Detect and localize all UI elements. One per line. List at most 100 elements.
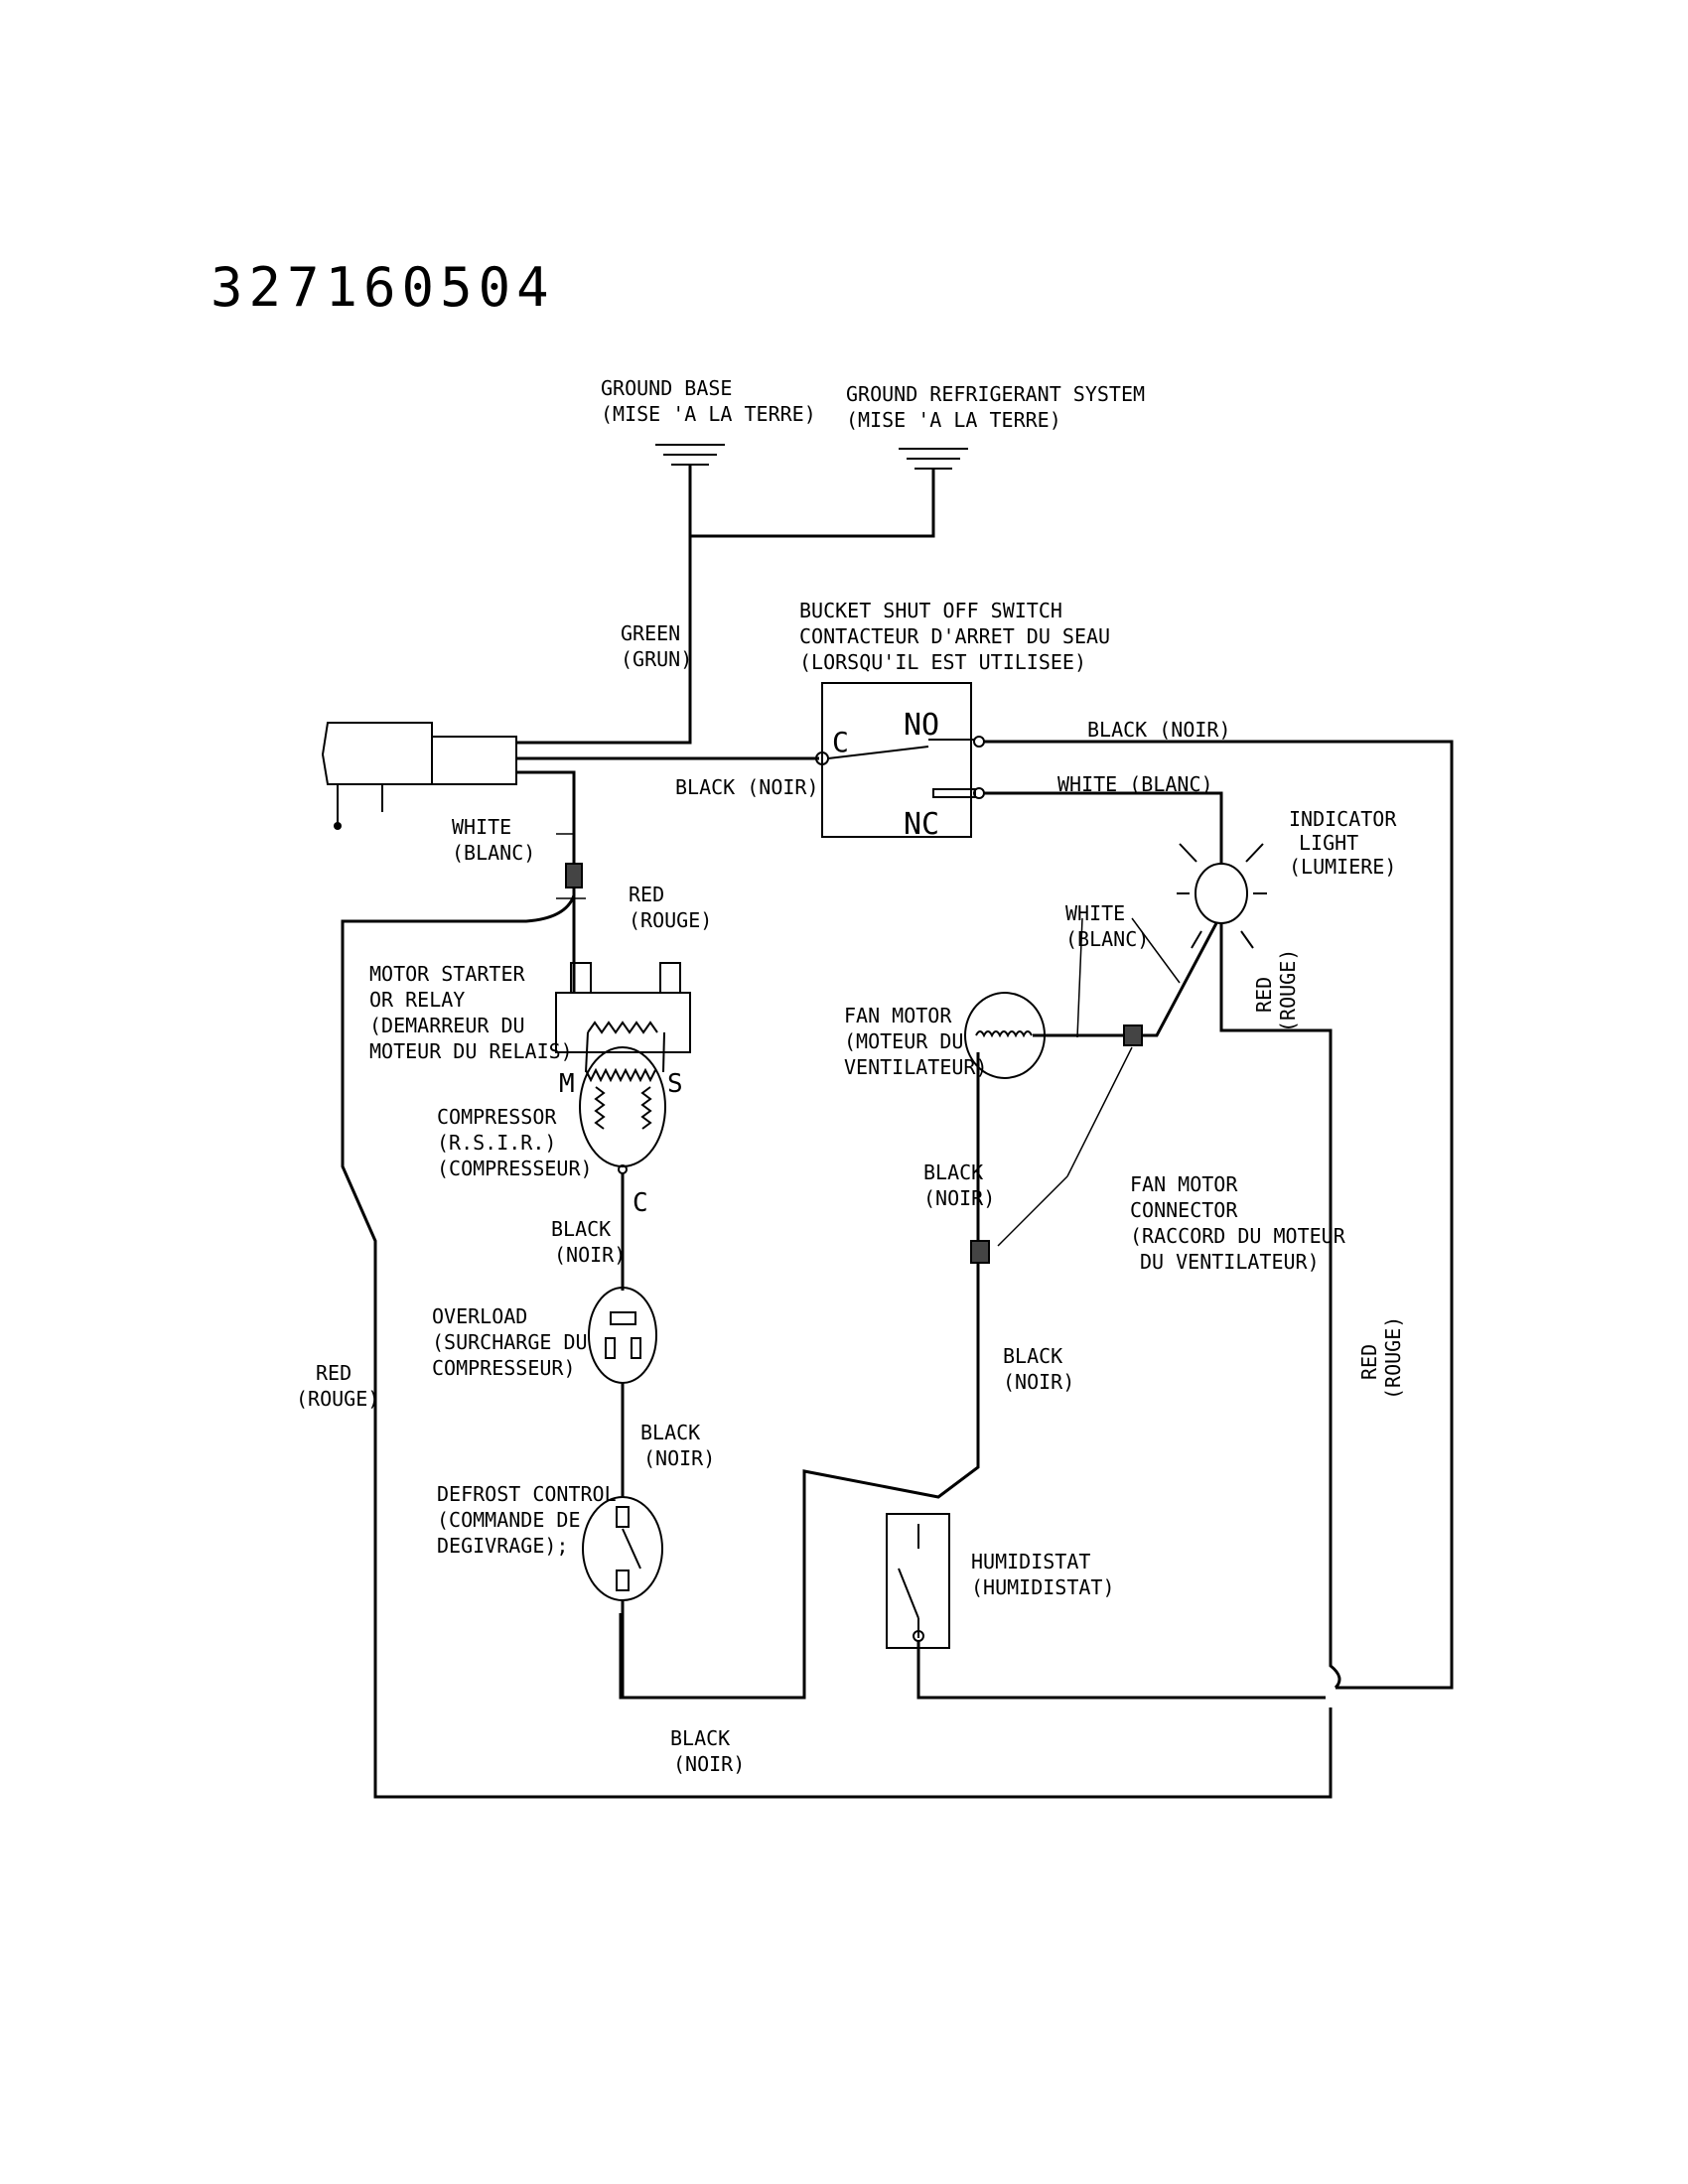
svg-text:(R.S.I.R.): (R.S.I.R.) [437,1131,556,1155]
svg-text:GREEN: GREEN [621,621,680,645]
label-black-compressor: BLACK (NOIR) [551,1217,626,1267]
svg-text:FAN MOTOR: FAN MOTOR [1130,1172,1238,1196]
svg-text:BLACK: BLACK [551,1217,611,1241]
svg-text:BLACK: BLACK [923,1160,983,1184]
svg-text:(DEMARREUR DU: (DEMARREUR DU [369,1014,525,1037]
red-wire-left [341,894,1333,1799]
humidistat-return-wire [916,1641,1326,1700]
svg-text:(SURCHARGE DU: (SURCHARGE DU [432,1330,588,1354]
svg-text:WHITE: WHITE [1065,901,1125,925]
power-plug [321,722,517,830]
svg-text:(ROUGE): (ROUGE) [1381,1316,1405,1400]
ground-bridge-wire [690,469,935,538]
svg-text:WHITE: WHITE [452,815,511,839]
svg-text:(NOIR): (NOIR) [673,1752,745,1776]
svg-text:(MOTEUR DU: (MOTEUR DU [844,1029,963,1053]
svg-text:OVERLOAD: OVERLOAD [432,1304,527,1328]
overload [588,1287,657,1384]
black-wire-top [984,740,1454,1690]
label-red-left: RED (ROUGE) [296,1361,379,1411]
ground-refrigerant-symbol [899,448,968,470]
svg-text:(NOIR): (NOIR) [643,1446,715,1470]
svg-text:(ROUGE): (ROUGE) [296,1387,379,1411]
svg-text:GROUND BASE: GROUND BASE [601,376,732,400]
white-connector [565,863,583,888]
label-switch-no: NO [904,708,939,743]
label-switch-nc: NC [904,807,939,842]
black-wire-fan [619,1052,980,1700]
svg-text:BUCKET SHUT OFF SWITCH: BUCKET SHUT OFF SWITCH [799,599,1062,622]
svg-text:(MISE 'A LA TERRE): (MISE 'A LA TERRE) [846,408,1061,432]
svg-text:CONTACTEUR D'ARRET DU SEAU: CONTACTEUR D'ARRET DU SEAU [799,624,1110,648]
svg-text:(NOIR): (NOIR) [1003,1370,1074,1394]
svg-text:(LUMIERE): (LUMIERE) [1289,855,1396,879]
label-green: GREEN (GRUN) [621,621,692,671]
label-compressor: COMPRESSOR (R.S.I.R.) (COMPRESSEUR) [437,1105,593,1180]
svg-text:INDICATOR: INDICATOR [1289,807,1397,831]
svg-text:CONNECTOR: CONNECTOR [1130,1198,1238,1222]
svg-text:(ROUGE): (ROUGE) [1276,949,1300,1032]
fan-motor-connector-bottom [970,1240,990,1264]
svg-text:(NOIR): (NOIR) [923,1186,995,1210]
white-wire-fan [1033,922,1218,1037]
svg-text:RED: RED [316,1361,352,1385]
label-motor-starter: MOTOR STARTER OR RELAY (DEMARREUR DU MOT… [369,962,573,1063]
svg-text:(GRUN): (GRUN) [621,647,692,671]
label-compressor-c: C [633,1188,648,1218]
label-switch-c: C [832,726,849,758]
svg-text:VENTILATEUR): VENTILATEUR) [844,1055,988,1079]
svg-text:(COMPRESSEUR): (COMPRESSEUR) [437,1157,593,1180]
svg-text:RED: RED [1252,977,1276,1013]
label-ground-base: GROUND BASE (MISE 'A LA TERRE) [601,376,816,426]
svg-text:DU VENTILATEUR): DU VENTILATEUR) [1140,1250,1320,1274]
svg-text:BLACK: BLACK [670,1726,730,1750]
label-bucket-switch: BUCKET SHUT OFF SWITCH CONTACTEUR D'ARRE… [799,599,1110,674]
label-ground-refrigerant: GROUND REFRIGERANT SYSTEM (MISE 'A LA TE… [846,382,1145,432]
svg-text:RED: RED [1357,1344,1381,1380]
label-defrost: DEFROST CONTROL (COMMANDE DE DEGIVRAGE); [437,1482,617,1558]
svg-text:COMPRESSEUR): COMPRESSEUR) [432,1356,576,1380]
svg-text:DEFROST CONTROL: DEFROST CONTROL [437,1482,617,1506]
label-indicator-light: INDICATOR LIGHT (LUMIERE) [1289,807,1397,879]
svg-text:RED: RED [629,883,664,906]
svg-text:DEGIVRAGE);: DEGIVRAGE); [437,1534,568,1558]
label-black-bottom: BLACK (NOIR) [670,1726,745,1776]
label-red-light: RED (ROUGE) [1252,949,1300,1032]
svg-text:(RACCORD DU MOTEUR: (RACCORD DU MOTEUR [1130,1224,1346,1248]
part-number: 327160504 [211,256,555,319]
svg-text:MOTOR STARTER: MOTOR STARTER [369,962,525,986]
svg-text:FAN MOTOR: FAN MOTOR [844,1004,952,1027]
label-red-right: RED (ROUGE) [1357,1316,1405,1400]
white-wire-nc [984,791,1223,864]
red-wire-light [1219,923,1341,1690]
label-black-switch: BLACK (NOIR) [675,775,819,799]
humidistat [886,1513,950,1649]
svg-text:(COMMANDE DE: (COMMANDE DE [437,1508,581,1532]
svg-text:BLACK: BLACK [640,1421,700,1444]
svg-text:HUMIDISTAT: HUMIDISTAT [971,1550,1090,1573]
svg-text:(NOIR): (NOIR) [554,1243,626,1267]
svg-text:GROUND REFRIGERANT SYSTEM: GROUND REFRIGERANT SYSTEM [846,382,1145,406]
label-overload: OVERLOAD (SURCHARGE DU COMPRESSEUR) [432,1304,588,1380]
label-white-plug: WHITE (BLANC) [452,815,535,865]
svg-text:(BLANC): (BLANC) [452,841,535,865]
compressor [579,1046,666,1174]
label-humidistat: HUMIDISTAT (HUMIDISTAT) [971,1550,1115,1599]
svg-text:(HUMIDISTAT): (HUMIDISTAT) [971,1575,1115,1599]
label-relay-s: S [667,1069,683,1099]
label-relay-m: M [559,1069,575,1099]
label-black-top: BLACK (NOIR) [1087,718,1231,742]
label-fan-connector: FAN MOTOR CONNECTOR (RACCORD DU MOTEUR D… [1130,1172,1346,1274]
green-ground-wire [516,465,692,745]
defrost-control [582,1496,663,1601]
svg-text:(ROUGE): (ROUGE) [629,908,712,932]
label-black-overload: BLACK (NOIR) [640,1421,715,1470]
svg-text:(LORSQU'IL EST UTILISEE): (LORSQU'IL EST UTILISEE) [799,650,1086,674]
svg-text:(BLANC): (BLANC) [1065,927,1149,951]
svg-text:(MISE 'A LA TERRE): (MISE 'A LA TERRE) [601,402,816,426]
motor-starter-relay [555,962,691,1073]
svg-text:OR RELAY: OR RELAY [369,988,465,1012]
label-fan-motor: FAN MOTOR (MOTEUR DU VENTILATEUR) [844,1004,988,1079]
label-black-humid: BLACK (NOIR) [1003,1344,1074,1394]
